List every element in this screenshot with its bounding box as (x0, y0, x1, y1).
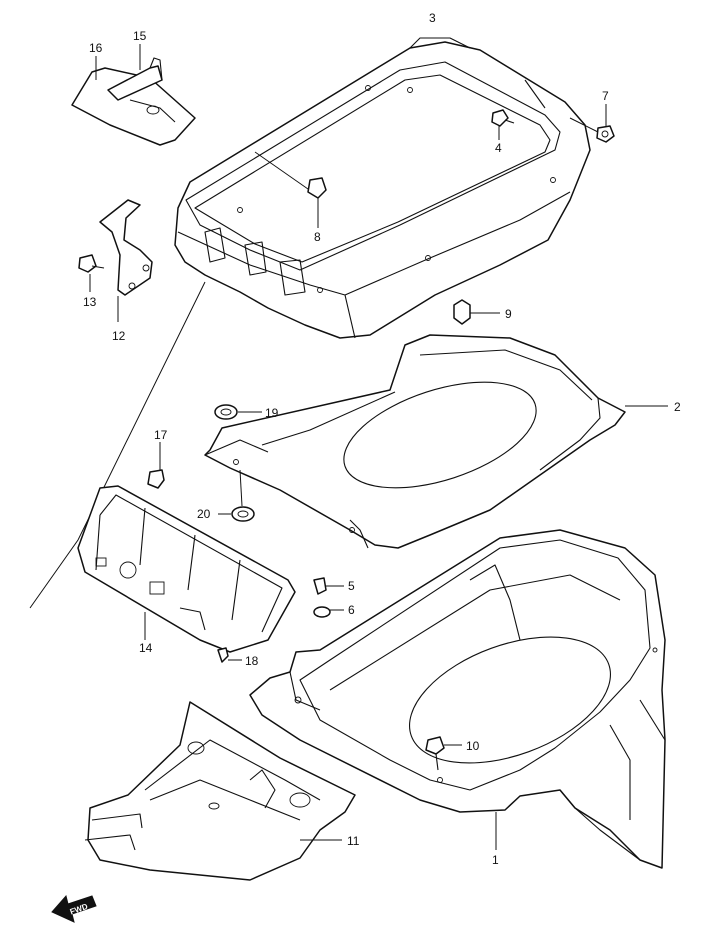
callout-10: 10 (466, 739, 480, 753)
callout-16: 16 (89, 41, 103, 55)
part-18-screw[interactable] (217, 647, 242, 663)
part-7-nut[interactable] (569, 104, 615, 143)
callout-15: 15 (133, 29, 147, 43)
callout-12: 12 (112, 329, 126, 343)
callout-5: 5 (348, 579, 355, 593)
part-6-washer[interactable] (313, 606, 344, 618)
callout-14: 14 (139, 641, 153, 655)
callout-9: 9 (505, 307, 512, 321)
callout-labels: 3 16 15 7 4 8 13 12 9 2 19 17 20 5 6 14 … (83, 11, 681, 867)
callout-8: 8 (314, 230, 321, 244)
part-16-cover[interactable] (71, 56, 196, 146)
part-4-bolt[interactable] (491, 109, 515, 140)
part-20-grommet[interactable] (218, 469, 255, 522)
callout-7: 7 (602, 89, 609, 103)
part-5-bolt[interactable] (313, 577, 344, 595)
part-14-bracket-box[interactable] (77, 485, 296, 653)
callout-1: 1 (492, 853, 499, 867)
callout-17: 17 (154, 428, 168, 442)
part-15-strap[interactable] (107, 44, 163, 101)
part-17-fastener[interactable] (147, 442, 165, 489)
callout-2: 2 (674, 400, 681, 414)
part-2-middle-tray[interactable] (204, 334, 668, 549)
part-11-lower-tray[interactable] (84, 701, 356, 881)
callout-4: 4 (495, 141, 502, 155)
fwd-arrow-icon: FWD (51, 894, 97, 923)
part-12-bracket[interactable] (99, 199, 153, 322)
part-19-grommet[interactable] (214, 404, 262, 420)
callout-3: 3 (429, 11, 436, 25)
part-13-bolt[interactable] (78, 254, 105, 292)
part-9-clip[interactable] (453, 299, 500, 325)
part-10-screw[interactable] (425, 736, 462, 771)
callout-11: 11 (347, 834, 360, 848)
callout-6: 6 (348, 603, 355, 617)
callout-13: 13 (83, 295, 97, 309)
callout-18: 18 (245, 654, 259, 668)
part-1-lower-box[interactable] (249, 529, 666, 869)
part-3-upper-box[interactable] (174, 37, 591, 339)
assembly-guide-line (29, 281, 206, 609)
callout-20: 20 (197, 507, 211, 521)
callout-19: 19 (265, 406, 279, 420)
part-8-clip[interactable] (307, 177, 327, 228)
